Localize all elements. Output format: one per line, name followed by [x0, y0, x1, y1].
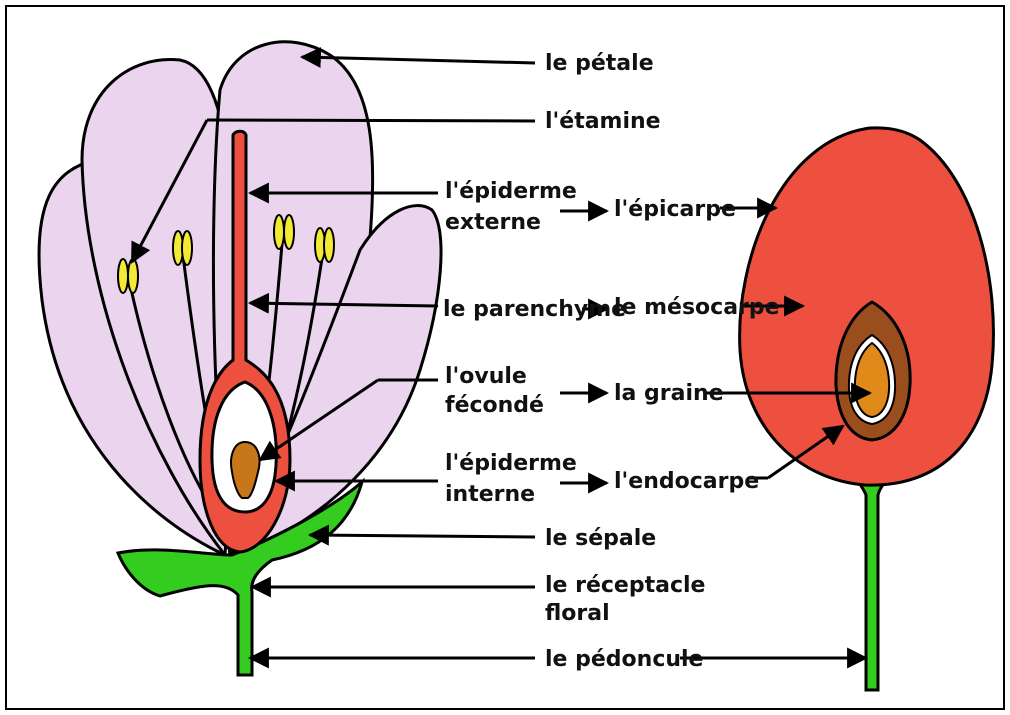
label-pedoncule: le pédoncule: [545, 647, 703, 672]
fruit-illustration: [740, 128, 994, 690]
labels: le pétale l'étamine l'épiderme externe l…: [443, 51, 780, 672]
label-ovule-2: fécondé: [445, 393, 544, 418]
label-mesocarpe: le mésocarpe: [614, 295, 780, 320]
flower-illustration: [39, 42, 441, 675]
label-parenchyme: le parenchyme: [443, 297, 626, 322]
anther-1: [118, 259, 128, 293]
label-epiderme-externe-2: externe: [445, 210, 541, 235]
arrow-sepale: [310, 535, 535, 537]
label-endocarpe: l'endocarpe: [614, 469, 759, 494]
label-ovule-1: l'ovule: [445, 364, 527, 389]
label-sepale: le sépale: [545, 526, 656, 551]
label-epiderme-externe-1: l'épiderme: [445, 179, 577, 204]
label-epicarpe: l'épicarpe: [614, 197, 736, 222]
label-epiderme-interne-2: interne: [445, 482, 535, 507]
label-etamine: l'étamine: [545, 109, 661, 134]
label-epiderme-interne-1: l'épiderme: [445, 451, 577, 476]
arrow-etamine: [207, 120, 535, 121]
label-petale: le pétale: [545, 51, 654, 76]
fruit-stalk: [855, 457, 890, 691]
anther-3: [274, 215, 284, 249]
label-receptacle-1: le réceptacle: [545, 573, 705, 598]
label-graine: la graine: [614, 381, 724, 406]
label-receptacle-2: floral: [545, 601, 610, 626]
